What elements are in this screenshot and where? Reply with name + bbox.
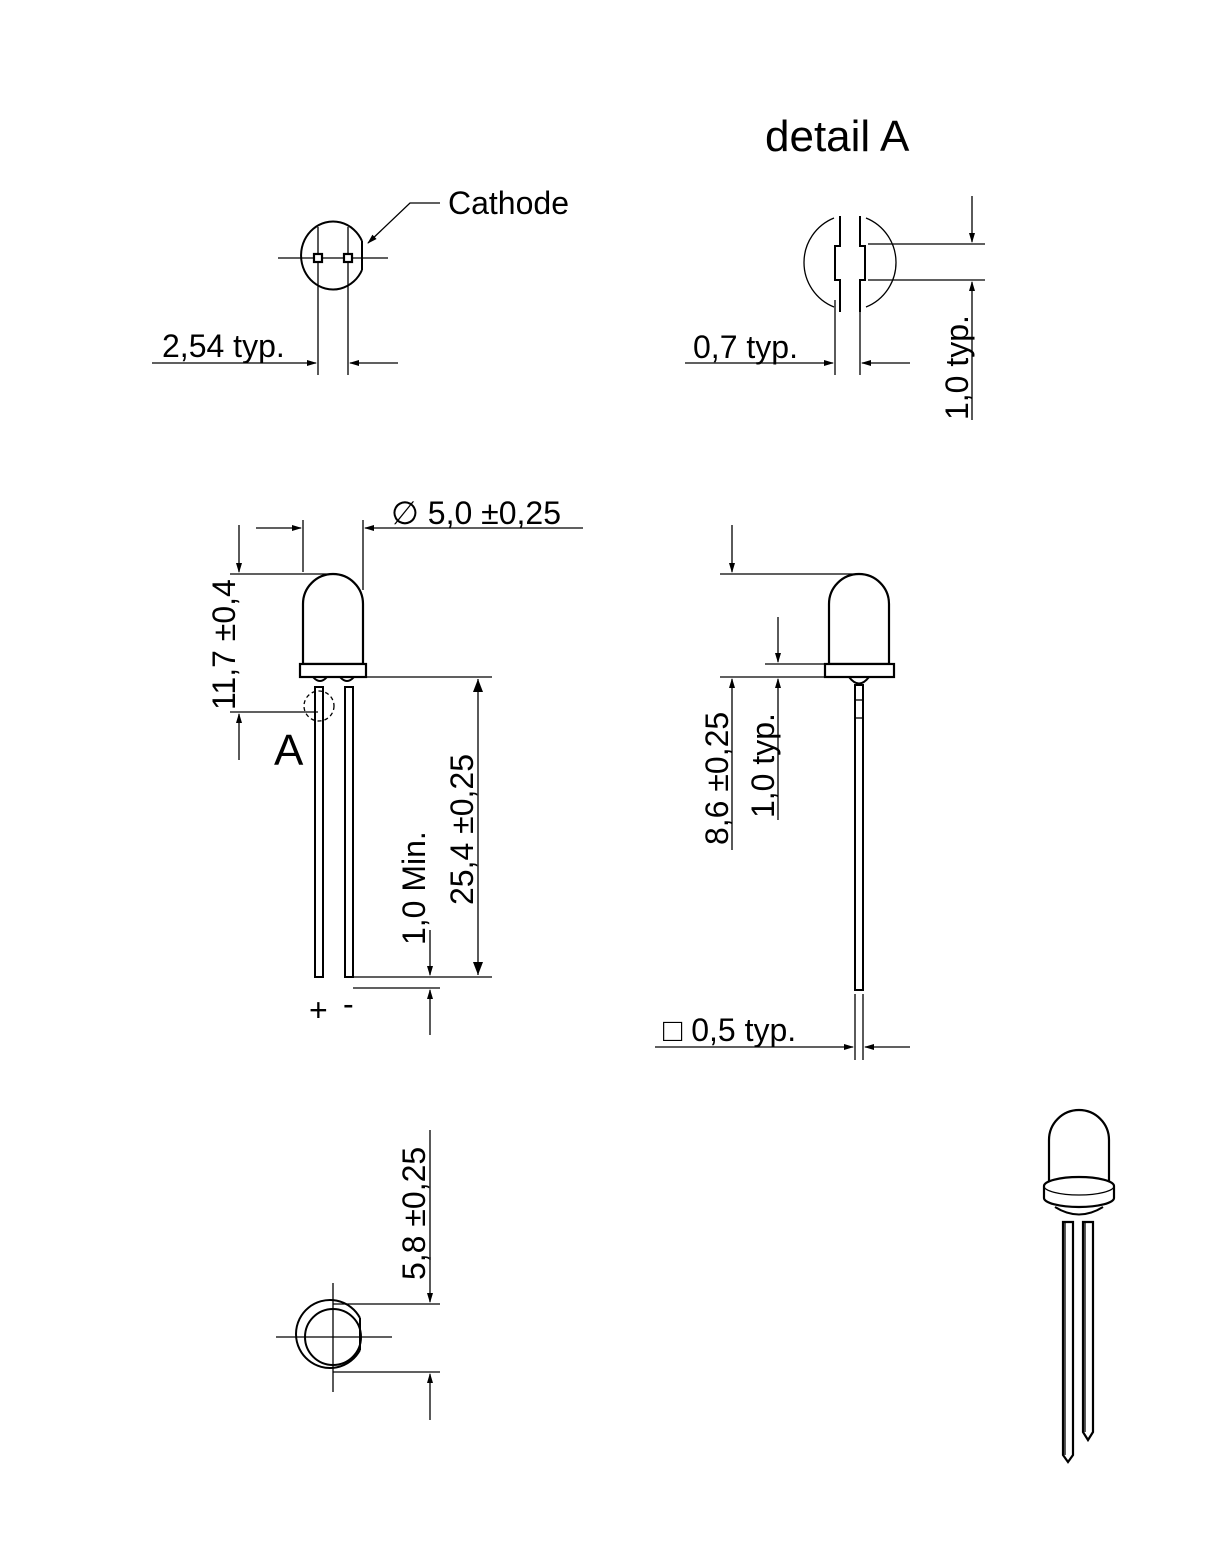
side-view: 8,6 ±0,25 1,0 typ. □ 0,5 typ. [655,525,910,1060]
flange-diameter-label: 5,8 ±0,25 [396,1147,432,1280]
min-length-label: 1,0 Min. [396,831,432,945]
detail-marker: A [274,726,304,775]
isometric-view [1042,1108,1116,1464]
cathode-label: Cathode [448,185,569,221]
top-view-flange: 5,8 ±0,25 [276,1130,440,1420]
lead-width-label: 0,7 typ. [693,329,798,365]
top-view-cathode: Cathode 2,54 typ. [152,185,569,375]
page-title: detail A [765,112,910,161]
lead-square-label: □ 0,5 typ. [663,1012,796,1048]
detail-height-label: 1,0 typ. [939,315,975,420]
diameter-label: ∅ 5,0 ±0,25 [391,495,561,531]
dome-height-label: 8,6 ±0,25 [699,712,735,845]
minus-label: - [343,986,354,1022]
lead-length-label: 25,4 ±0,25 [444,754,480,905]
detail-a-view: 1,0 typ. 0,7 typ. [685,196,985,420]
pitch-label: 2,54 typ. [162,328,285,364]
flange-height-label: 1,0 typ. [745,713,781,818]
body-height-label: 11,7 ±0,4 [206,579,242,710]
plus-label: + [309,992,328,1028]
front-view: A + - ∅ 5,0 ±0,25 11,7 ±0,4 25,4 ±0,25 1… [206,495,583,1035]
